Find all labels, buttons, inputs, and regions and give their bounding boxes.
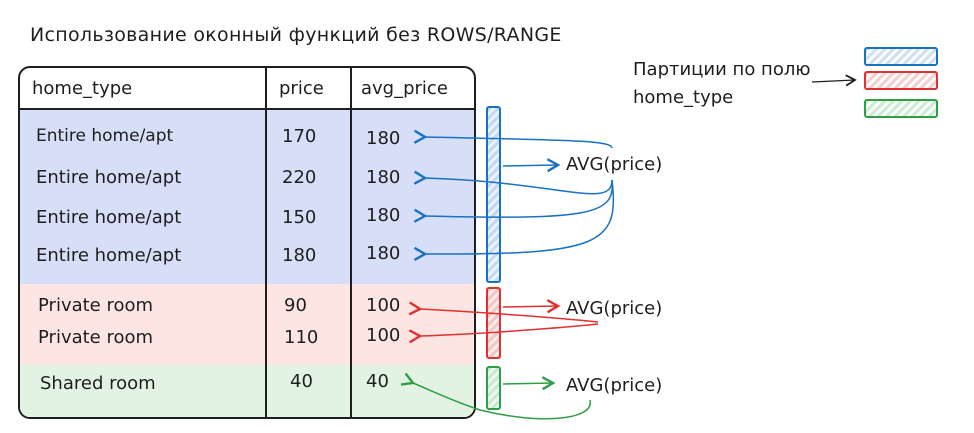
legend-swatch-red (864, 71, 938, 90)
cell-price: 180 (282, 245, 317, 266)
partition-band-private-room (20, 284, 474, 365)
diagram-title: Использование оконный функций без ROWS/R… (30, 24, 562, 46)
red-arrow-row-2 (408, 323, 599, 344)
green-bar-to-avg-arrow (502, 376, 556, 391)
header-price: price (279, 78, 324, 99)
red-arrow-row-1 (408, 301, 599, 323)
cell-avg-price: 40 (366, 371, 389, 392)
blue-arrow-row-2 (413, 170, 613, 195)
blue-arrow-row-3 (413, 179, 614, 223)
avg-label-blue: AVG(price) (566, 154, 663, 175)
cell-price: 40 (290, 371, 313, 392)
cell-avg-price: 180 (366, 128, 401, 149)
partition-band-entire-home (20, 110, 474, 284)
partition-bar-blue (486, 106, 501, 283)
partition-bar-red (486, 287, 501, 359)
cell-price: 220 (282, 167, 317, 188)
cell-home-type: Entire home/apt (36, 167, 182, 188)
cell-avg-price: 180 (366, 167, 401, 188)
cell-home-type: Entire home/apt (36, 245, 182, 266)
green-arrow-row-1 (400, 372, 591, 420)
partition-band-shared-room (20, 365, 474, 417)
column-divider-2 (350, 68, 352, 417)
cell-home-type: Shared room (40, 373, 156, 394)
header-avg-price: avg_price (361, 78, 448, 99)
cell-avg-price: 100 (366, 295, 401, 316)
cell-price: 170 (282, 126, 317, 147)
header-home-type: home_type (32, 78, 133, 99)
avg-label-green: AVG(price) (566, 375, 663, 396)
cell-avg-price: 100 (366, 325, 401, 346)
legend-swatch-green (864, 99, 938, 118)
cell-price: 110 (284, 327, 319, 348)
cell-avg-price: 180 (366, 205, 401, 226)
legend-arrow (811, 74, 857, 87)
data-table: home_type price avg_price Entire home/ap… (18, 66, 476, 419)
partition-bar-green (486, 366, 501, 410)
legend-line-2: home_type (633, 87, 734, 108)
legend-caption: Партиции по полю home_type (633, 56, 811, 112)
blue-arrow-row-4 (413, 179, 615, 261)
blue-arrow-row-1 (413, 129, 613, 149)
cell-home-type: Entire home/apt (36, 207, 182, 228)
avg-label-red: AVG(price) (566, 298, 663, 319)
header-divider (20, 108, 474, 110)
cell-price: 150 (282, 207, 317, 228)
column-divider-1 (265, 68, 267, 417)
blue-bar-to-avg-arrow (502, 158, 561, 173)
red-bar-to-avg-arrow (502, 299, 561, 314)
legend-swatch-blue (864, 47, 938, 66)
cell-price: 90 (284, 295, 307, 316)
cell-home-type: Private room (38, 327, 154, 348)
legend-line-1: Партиции по полю (633, 59, 811, 80)
cell-avg-price: 180 (366, 243, 401, 264)
cell-home-type: Private room (38, 295, 154, 316)
cell-home-type: Entire home/apt (36, 126, 174, 146)
